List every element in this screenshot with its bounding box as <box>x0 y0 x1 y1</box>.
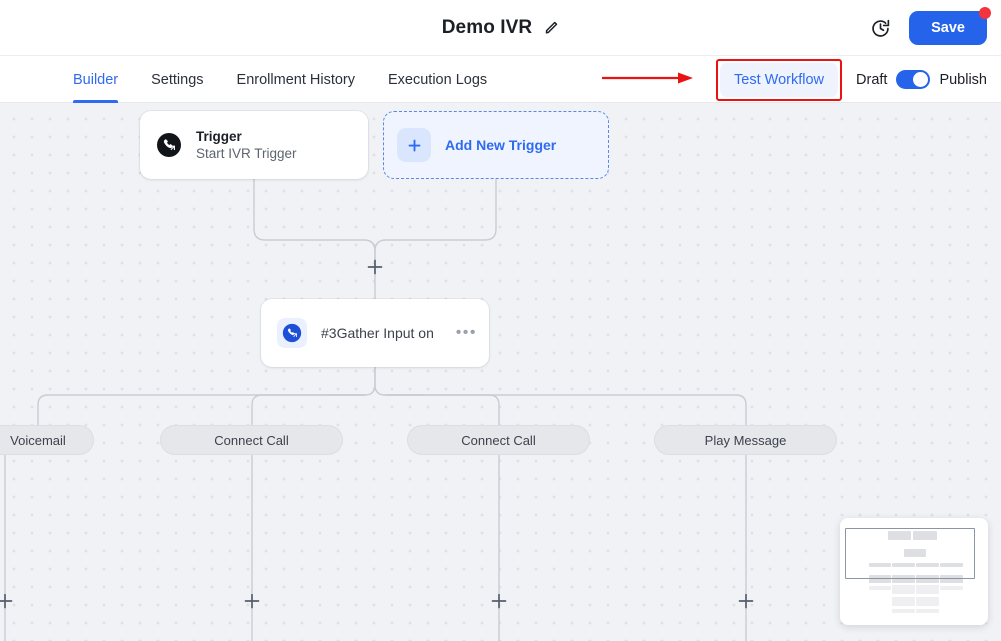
phone-call-icon <box>277 318 307 348</box>
minimap-node <box>869 575 891 583</box>
pencil-icon[interactable] <box>544 20 559 35</box>
gather-input-node[interactable]: #3Gather Input on call ••• <box>261 299 489 367</box>
save-button[interactable]: Save <box>909 11 987 45</box>
gather-input-node-label: #3Gather Input on call <box>321 325 436 341</box>
branch-pill-label: Connect Call <box>214 432 289 448</box>
save-unsaved-badge <box>979 7 991 19</box>
test-workflow-highlight: Test Workflow <box>716 58 843 101</box>
minimap-node <box>916 609 939 613</box>
minimap-node <box>892 597 915 606</box>
workflow-actions: Test Workflow Draft Publish <box>716 56 987 103</box>
minimap-node <box>892 563 915 567</box>
add-step-branch-1-button[interactable] <box>0 592 14 610</box>
gather-input-node-menu[interactable]: ••• <box>455 324 477 341</box>
page-title: Demo IVR <box>441 16 533 38</box>
test-workflow-button[interactable]: Test Workflow <box>720 62 839 97</box>
branch-pill-label: Play Message <box>704 432 787 448</box>
publish-label: Publish <box>939 71 987 88</box>
branch-pill-connect-call-2[interactable]: Connect Call <box>407 425 590 455</box>
add-step-branch-4-button[interactable] <box>737 592 755 610</box>
trigger-node-subtitle: Start IVR Trigger <box>196 146 297 161</box>
minimap-node <box>892 575 915 583</box>
draft-label: Draft <box>856 71 888 88</box>
add-step-trunk-button[interactable] <box>366 258 384 276</box>
add-step-branch-2-button[interactable] <box>243 592 261 610</box>
trigger-node-title: Trigger <box>196 129 242 144</box>
minimap-node <box>904 549 926 557</box>
tab-bar: Builder Settings Enrollment History Exec… <box>0 56 1001 103</box>
branch-pill-voicemail[interactable]: Voicemail <box>0 425 94 455</box>
minimap-node <box>916 563 939 567</box>
workflow-minimap[interactable] <box>840 518 988 625</box>
publish-toggle[interactable] <box>896 70 931 89</box>
branch-pill-play-message[interactable]: Play Message <box>654 425 837 455</box>
minimap-node <box>888 531 911 540</box>
toggle-knob <box>913 72 929 87</box>
top-bar-actions: Save <box>870 0 991 56</box>
red-arrow-annotation-icon <box>602 72 693 84</box>
minimap-node <box>940 563 963 567</box>
minimap-node <box>892 585 915 594</box>
minimap-node <box>892 609 915 613</box>
add-step-branch-3-button[interactable] <box>490 592 508 610</box>
save-button-wrap: Save <box>909 7 991 45</box>
minimap-node <box>916 585 939 594</box>
plus-icon <box>397 128 431 162</box>
tab-list: Builder Settings Enrollment History Exec… <box>73 56 487 103</box>
draft-publish-toggle-group: Draft Publish <box>856 70 987 89</box>
tab-settings-label: Settings <box>151 71 204 88</box>
tab-builder[interactable]: Builder <box>73 56 119 103</box>
add-new-trigger-button[interactable]: Add New Trigger <box>383 111 609 179</box>
minimap-viewport-rect[interactable] <box>845 528 975 579</box>
branch-pill-connect-call-1[interactable]: Connect Call <box>160 425 343 455</box>
minimap-node <box>916 597 939 606</box>
tab-execution-logs-label: Execution Logs <box>388 71 488 88</box>
title-group: Demo IVR <box>442 17 560 39</box>
tab-settings[interactable]: Settings <box>151 56 203 103</box>
trigger-node-text: Trigger Start IVR Trigger <box>196 129 297 161</box>
branch-pill-label: Connect Call <box>461 432 536 448</box>
connector-edges <box>4 179 747 641</box>
workflow-canvas[interactable]: Trigger Start IVR Trigger Add New Trigge… <box>0 103 1001 641</box>
minimap-node <box>869 586 891 590</box>
tab-enrollment-history-label: Enrollment History <box>236 71 355 88</box>
minimap-node <box>940 575 963 583</box>
branch-pill-label: Voicemail <box>10 432 66 448</box>
minimap-node <box>913 531 937 540</box>
history-clock-icon[interactable] <box>870 18 891 39</box>
tab-enrollment-history[interactable]: Enrollment History <box>237 56 355 103</box>
phone-incoming-icon <box>156 132 182 158</box>
minimap-node <box>869 563 891 567</box>
trigger-node[interactable]: Trigger Start IVR Trigger <box>140 111 368 179</box>
tab-builder-label: Builder <box>73 71 119 88</box>
top-bar: Demo IVR Save <box>0 0 1001 56</box>
add-new-trigger-label: Add New Trigger <box>445 137 557 153</box>
tab-execution-logs[interactable]: Execution Logs <box>388 56 487 103</box>
minimap-node <box>916 575 939 583</box>
minimap-node <box>940 586 963 590</box>
